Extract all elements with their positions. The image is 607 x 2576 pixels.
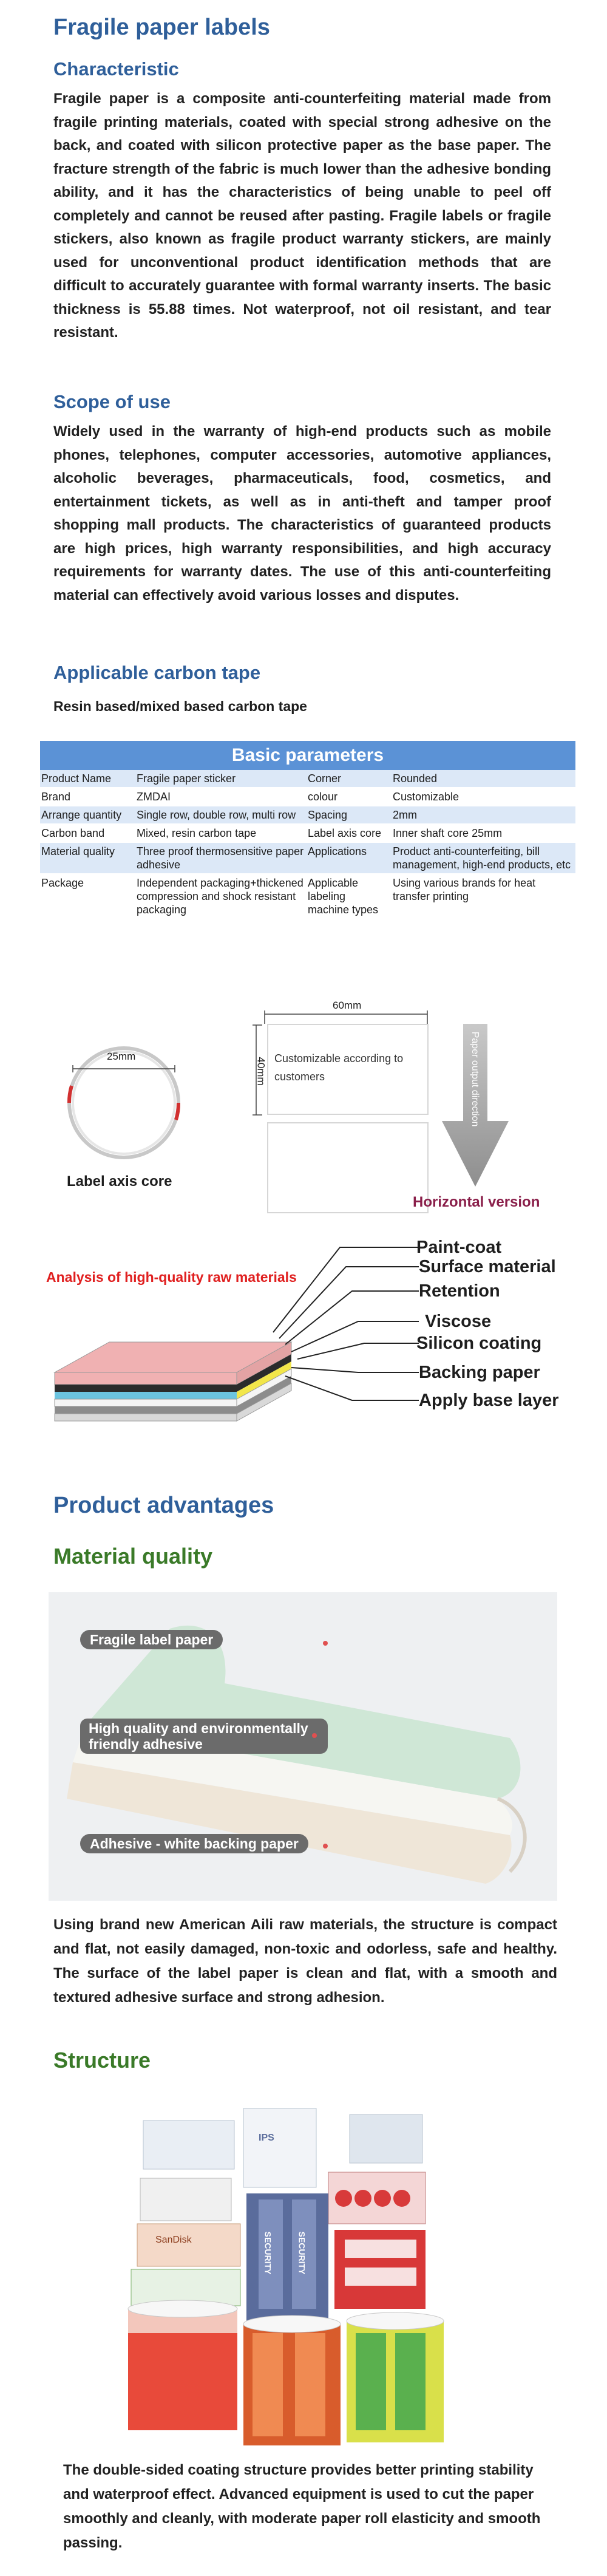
params-title: Basic parameters [40,741,575,770]
core-dim-label: 25mm [107,1051,136,1062]
layer-label: Viscose [425,1312,492,1331]
param-name-cell: Material quality [40,843,135,874]
carbon-heading: Applicable carbon tape [53,662,261,683]
advantages-heading: Product advantages [53,1493,274,1518]
arrow-text: Paper output direction [470,1031,480,1127]
marker-dot [312,1733,317,1738]
param-value-cell: Independent packaging+thickened compress… [135,874,307,919]
param-name-cell: Brand [40,788,135,806]
tag-backing-paper: Adhesive - white backing paper [80,1834,308,1853]
scope-heading: Scope of use [53,391,171,412]
param-value-cell: Customizable [392,788,575,806]
layers-title: Analysis of high-quality raw materials [46,1269,297,1285]
param-name-cell: colour [307,788,392,806]
marker-dot [323,1844,328,1849]
layer-label: Surface material [419,1257,556,1276]
label-card-top: Customizable according to customers [267,1024,429,1115]
characteristic-heading: Characteristic [53,58,179,80]
layer-leader-lines [273,1247,419,1401]
page-title: Fragile paper labels [53,15,270,40]
param-name-cell: Spacing [307,806,392,825]
material-text: Using brand new American Aili raw materi… [53,1917,557,2006]
tag-fragile-label-paper: Fragile label paper [80,1630,223,1649]
height-dimension-line [253,1024,262,1116]
param-name-cell: Corner [307,770,392,788]
label-layout-diagram: 60mm 40mm Customizable according to cust… [248,987,490,1230]
param-name-cell: Product Name [40,770,135,788]
param-value-cell: Inner shaft core 25mm [392,825,575,843]
layer-label: Paint-coat [416,1238,502,1257]
tag-adhesive: High quality and environmentally friendl… [80,1719,328,1754]
layer-stack-graphic [53,1341,293,1422]
roll-text-security-2: SECURITY [297,2231,307,2275]
param-value-cell: Mixed, resin carbon tape [135,825,307,843]
param-value-cell: ZMDAI [135,788,307,806]
roll-text-security-1: SECURITY [263,2231,273,2275]
param-value-cell: Rounded [392,770,575,788]
param-name-cell: Label axis core [307,825,392,843]
width-label: 60mm [333,1000,362,1011]
param-name-cell: Applicable labeling machine types [307,874,392,919]
roll-text-sandisk: SanDisk [155,2235,192,2245]
carbon-text: Resin based/mixed based carbon tape [53,698,307,714]
param-name-cell: Carbon band [40,825,135,843]
label-rolls-image: SanDisk SECURITY SECURITY IPS [119,2096,483,2461]
param-name-cell: Package [40,874,135,919]
paper-output-arrow: Paper output direction [442,1024,509,1188]
structure-text: The double-sided coating structure provi… [63,2462,541,2551]
param-value-cell: Three proof thermosensitive paper adhesi… [135,843,307,874]
marker-dot [323,1641,328,1646]
axis-core-ring [67,1046,181,1159]
characteristic-text: Fragile paper is a composite anti-counte… [53,90,551,341]
param-value-cell: Using various brands for heat transfer p… [392,874,575,919]
label-card-text: Customizable according to customers [274,1052,404,1083]
param-value-cell: Product anti-counterfeiting, bill manage… [392,843,575,874]
param-value-cell: Fragile paper sticker [135,770,307,788]
layer-label: Silicon coating [416,1334,542,1353]
layer-stack [49,1306,310,1427]
material-heading: Material quality [53,1544,213,1569]
width-dimension-line [264,1010,428,1024]
param-name-cell: Applications [307,843,392,874]
layer-label: Backing paper [419,1363,540,1382]
param-value-cell: 2mm [392,806,575,825]
structure-heading: Structure [53,2048,151,2073]
layout-caption: Horizontal version [413,1194,540,1210]
core-caption: Label axis core [67,1173,172,1190]
material-quality-image: Fragile label paper High quality and env… [49,1592,557,1901]
height-label: 40mm [255,1057,267,1086]
roll-text-ips: IPS [259,2133,274,2143]
scope-text: Widely used in the warranty of high-end … [53,423,551,604]
down-arrow-icon [442,1024,509,1187]
param-name-cell: Arrange quantity [40,806,135,825]
label-card-bottom [267,1122,429,1213]
layer-label: Apply base layer [419,1391,559,1410]
label-rolls-graphic [127,2108,444,2445]
param-value-cell: Single row, double row, multi row [135,806,307,825]
axis-core-diagram: 25mm [63,1042,185,1164]
layer-label: Retention [419,1281,500,1301]
